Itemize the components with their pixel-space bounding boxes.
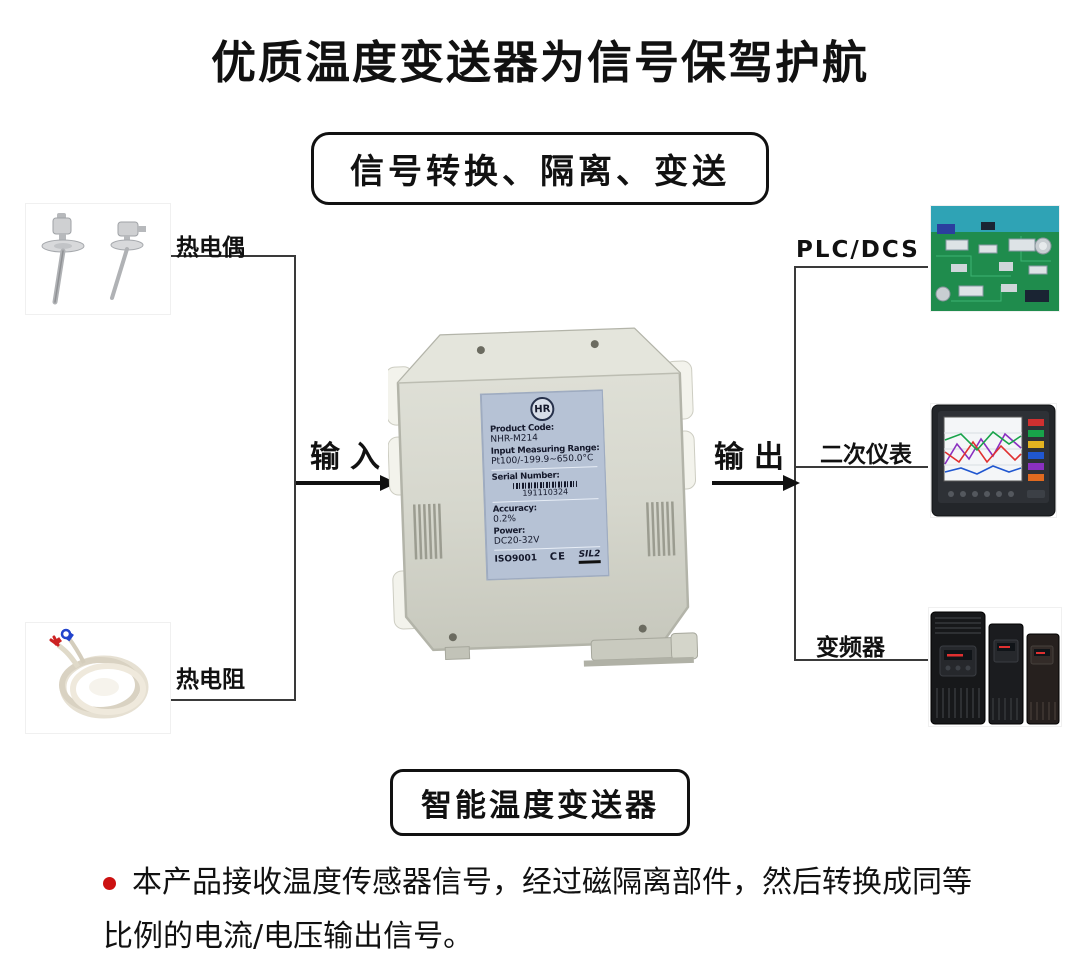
description: 本产品接收温度传感器信号，经过磁隔离部件，然后转换成同等比例的电流/电压输出信号… bbox=[103, 856, 998, 964]
device-nameplate: HR Product Code: NHR-M214 Input Measurin… bbox=[480, 389, 610, 581]
vent-slots bbox=[412, 501, 676, 560]
page-title: 优质温度变送器为信号保驾护航 bbox=[210, 36, 869, 89]
ce-mark-icon: CE bbox=[549, 551, 567, 564]
sil-cert-icon: SIL2 bbox=[578, 549, 600, 564]
label-plc-dcs: PLC/DCS bbox=[796, 237, 920, 263]
input-arrow-icon bbox=[296, 475, 397, 491]
rtd-coil-icon bbox=[26, 623, 170, 733]
smart-transmitter-text: 智能温度变送器 bbox=[421, 788, 659, 824]
output-label: 输出 bbox=[714, 440, 794, 475]
smart-transmitter-box: 智能温度变送器 bbox=[390, 769, 690, 836]
serial-label: Serial Number: bbox=[491, 470, 560, 483]
brand-text: HR bbox=[534, 403, 551, 415]
thermocouple-image bbox=[25, 203, 171, 315]
thermocouple-icon bbox=[26, 204, 170, 314]
vfd-drives-icon bbox=[930, 611, 1060, 725]
recorder-icon bbox=[931, 404, 1056, 517]
output-arrow-icon bbox=[712, 475, 800, 491]
vfd-image bbox=[928, 607, 1062, 727]
input-label: 输入 bbox=[310, 440, 390, 475]
label-secondary-instrument: 二次仪表 bbox=[820, 442, 912, 468]
label-thermocouple: 热电偶 bbox=[176, 235, 245, 261]
plc-board-image bbox=[930, 205, 1060, 312]
iso-cert: ISO9001 bbox=[494, 553, 538, 565]
banner-text: 信号转换、隔离、变送 bbox=[350, 152, 730, 192]
description-text: 本产品接收温度传感器信号，经过磁隔离部件，然后转换成同等比例的电流/电压输出信号… bbox=[103, 865, 972, 954]
brand-logo-icon: HR bbox=[529, 396, 555, 422]
label-rtd: 热电阻 bbox=[176, 667, 245, 693]
bullet-icon bbox=[103, 877, 116, 890]
banner-box: 信号转换、隔离、变送 bbox=[311, 132, 769, 205]
rtd-image bbox=[25, 622, 171, 734]
legend-bars bbox=[1028, 419, 1044, 481]
recorder-image bbox=[930, 403, 1057, 518]
label-inverter: 变频器 bbox=[816, 635, 885, 661]
circuit-board-icon bbox=[931, 206, 1059, 311]
